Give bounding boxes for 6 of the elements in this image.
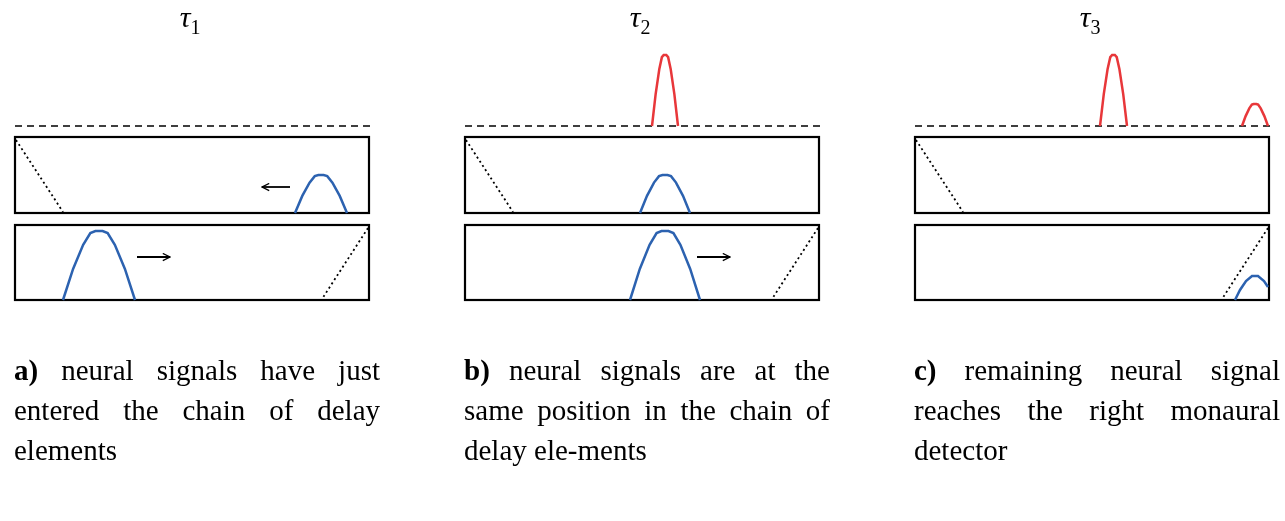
time-label: τ$_{3}$: [1078, 0, 1102, 39]
panel-caption: c) remaining neural signal reaches the right monaural detector: [914, 353, 1280, 468]
time-label: τ$_{1}$: [178, 0, 202, 39]
panel-caption: b) neural signals are at the same position in the chain of delay ele-ments: [464, 353, 830, 468]
panel-caption: a) neural signals have just entered the chain of delay elements: [14, 353, 380, 468]
time-label: τ$_{2}$: [628, 0, 652, 39]
